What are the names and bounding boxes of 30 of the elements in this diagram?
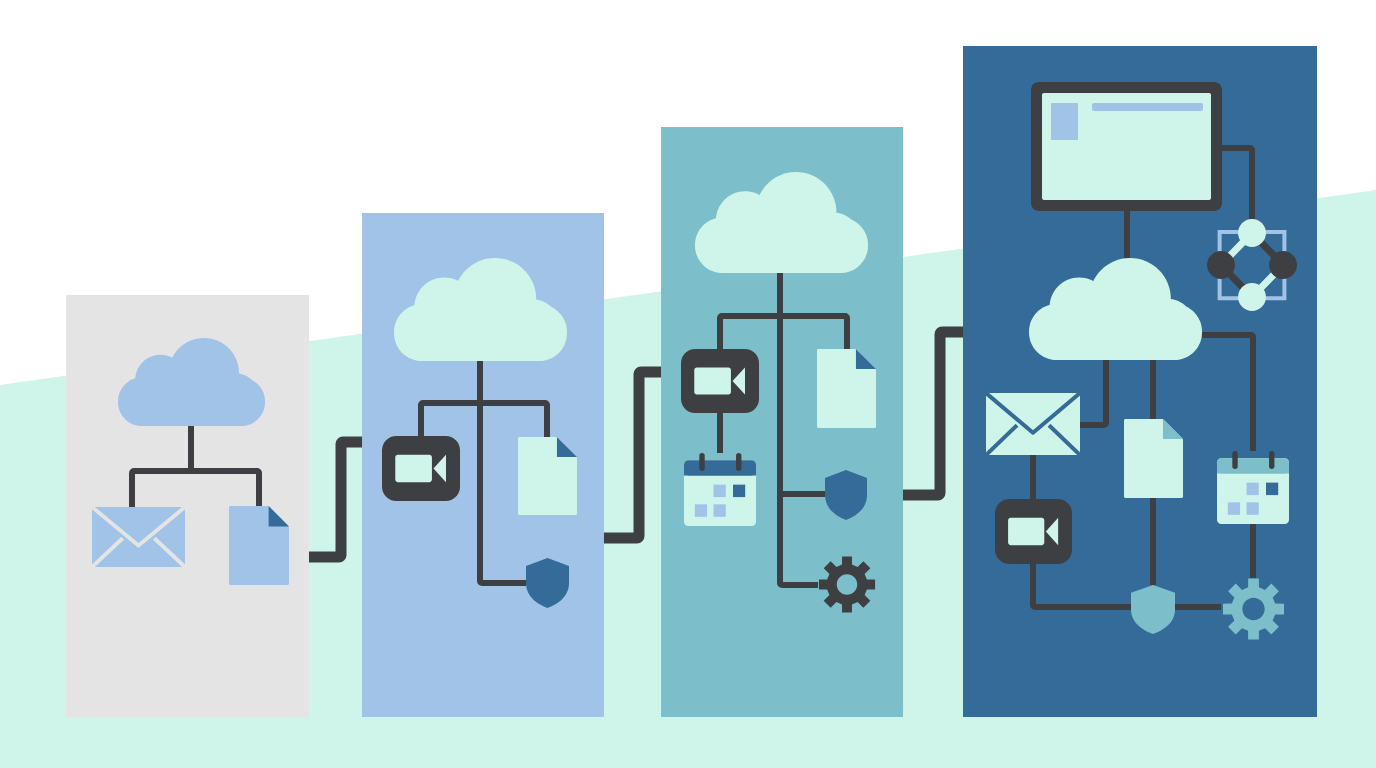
connector-line: [717, 313, 780, 349]
shield-icon: [825, 470, 867, 520]
calendar-icon: [684, 453, 756, 526]
video-camera-icon: [995, 499, 1072, 564]
connector-line: [309, 436, 363, 563]
connector-line: [777, 273, 783, 316]
gear-icon: [1223, 578, 1285, 640]
envelope-icon: [92, 507, 185, 567]
monitor-icon: [1031, 82, 1222, 211]
calendar-icon: [1217, 451, 1289, 524]
document-icon: [817, 349, 876, 428]
connector-line: [1030, 455, 1036, 499]
cloud-icon: [1029, 258, 1202, 360]
document-icon: [518, 437, 577, 515]
video-camera-icon: [382, 436, 460, 501]
connector-line: [604, 366, 662, 544]
document-icon: [229, 506, 289, 585]
cloud-icon: [695, 172, 868, 273]
gear-icon: [818, 556, 876, 613]
connector-line: [903, 326, 964, 501]
envelope-icon: [986, 393, 1080, 455]
network-icon: [1207, 219, 1297, 311]
video-camera-icon: [681, 349, 759, 413]
connector-line: [777, 316, 783, 494]
cloud-icon: [394, 258, 567, 361]
cloud-icon: [118, 338, 265, 426]
shield-icon: [1131, 585, 1175, 634]
document-icon: [1124, 419, 1183, 498]
connector-line: [418, 400, 480, 436]
shield-icon: [526, 558, 569, 608]
